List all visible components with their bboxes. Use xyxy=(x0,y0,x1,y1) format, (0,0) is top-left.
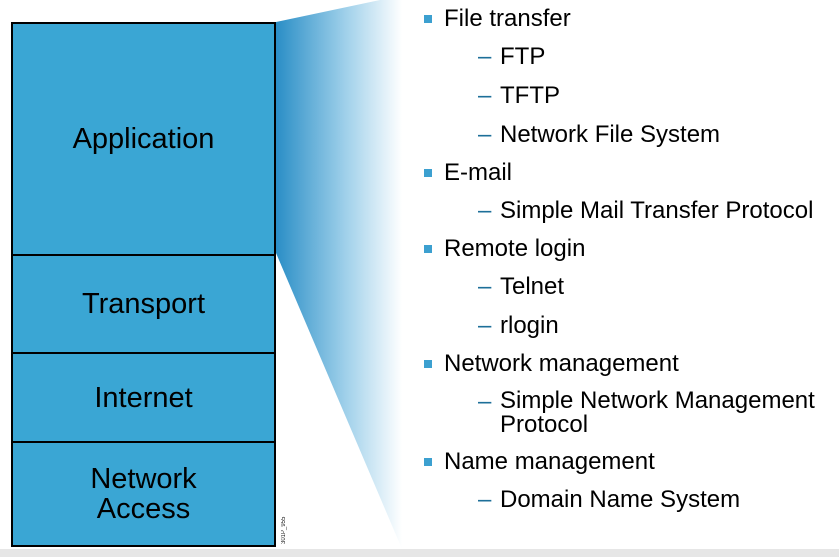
dash-icon: – xyxy=(478,388,492,415)
protocol-label: Network File System xyxy=(500,121,721,148)
service-item: File transfer – FTP – TFTP – Network Fil… xyxy=(424,6,834,148)
square-bullet-icon xyxy=(424,458,432,466)
dash-icon: – xyxy=(478,121,492,148)
protocol-item: – Network File System xyxy=(444,122,834,148)
protocol-label: FTP xyxy=(500,43,546,70)
layer-application-label: Application xyxy=(72,123,215,155)
protocol-label: Simple Mail Transfer Protocol xyxy=(500,197,814,224)
protocol-label: Domain Name System xyxy=(500,486,741,513)
layer-internet: Internet xyxy=(13,352,274,441)
service-label: Network management xyxy=(444,350,679,377)
protocol-item: – FTP xyxy=(444,44,834,70)
bottom-strip xyxy=(0,549,839,557)
service-label: Name management xyxy=(444,448,655,475)
service-label: File transfer xyxy=(444,5,571,32)
dash-icon: – xyxy=(478,82,492,109)
layer-network-access: Network Access xyxy=(13,441,274,545)
square-bullet-icon xyxy=(424,15,432,23)
protocol-item: – Simple Network Management Protocol xyxy=(444,389,834,437)
layer-transport: Transport xyxy=(13,254,274,352)
service-label: E-mail xyxy=(444,159,513,186)
protocol-label: Telnet xyxy=(500,273,565,300)
protocol-label: TFTP xyxy=(500,82,560,109)
service-item: Network management – Simple Network Mana… xyxy=(424,351,834,437)
protocol-list: – Simple Mail Transfer Protocol xyxy=(444,198,834,224)
square-bullet-icon xyxy=(424,169,432,177)
protocol-item: – rlogin xyxy=(444,313,834,339)
square-bullet-icon xyxy=(424,360,432,368)
tcpip-stack: Application Transport Internet Network A… xyxy=(11,22,276,547)
service-item: E-mail – Simple Mail Transfer Protocol xyxy=(424,160,834,224)
protocol-item: – Telnet xyxy=(444,274,834,300)
protocol-list: – Simple Network Management Protocol xyxy=(444,389,834,437)
dash-icon: – xyxy=(478,312,492,339)
protocol-item: – Domain Name System xyxy=(444,487,834,513)
protocol-label: Simple Network Management Protocol xyxy=(500,387,815,438)
protocol-item: – TFTP xyxy=(444,83,834,109)
service-label: Remote login xyxy=(444,235,586,262)
figure-id: 301P_955 xyxy=(281,516,287,544)
layer-internet-label: Internet xyxy=(94,381,193,414)
service-item: Remote login – Telnet – rlogin xyxy=(424,236,834,339)
protocol-list: – FTP – TFTP – Network File System xyxy=(444,44,834,148)
dash-icon: – xyxy=(478,273,492,300)
square-bullet-icon xyxy=(424,245,432,253)
application-services-list: File transfer – FTP – TFTP – Network Fil… xyxy=(424,6,834,525)
wedge-shape xyxy=(276,0,402,549)
protocol-label: rlogin xyxy=(500,312,559,339)
protocol-item: – Simple Mail Transfer Protocol xyxy=(444,198,834,224)
protocol-list: – Telnet – rlogin xyxy=(444,274,834,339)
dash-icon: – xyxy=(478,43,492,70)
dash-icon: – xyxy=(478,486,492,513)
protocol-list: – Domain Name System xyxy=(444,487,834,513)
service-item: Name management – Domain Name System xyxy=(424,449,834,513)
layer-application: Application xyxy=(13,24,274,254)
layer-transport-label: Transport xyxy=(81,288,206,320)
dash-icon: – xyxy=(478,197,492,224)
layer-network-access-label: Network Access xyxy=(90,463,197,525)
